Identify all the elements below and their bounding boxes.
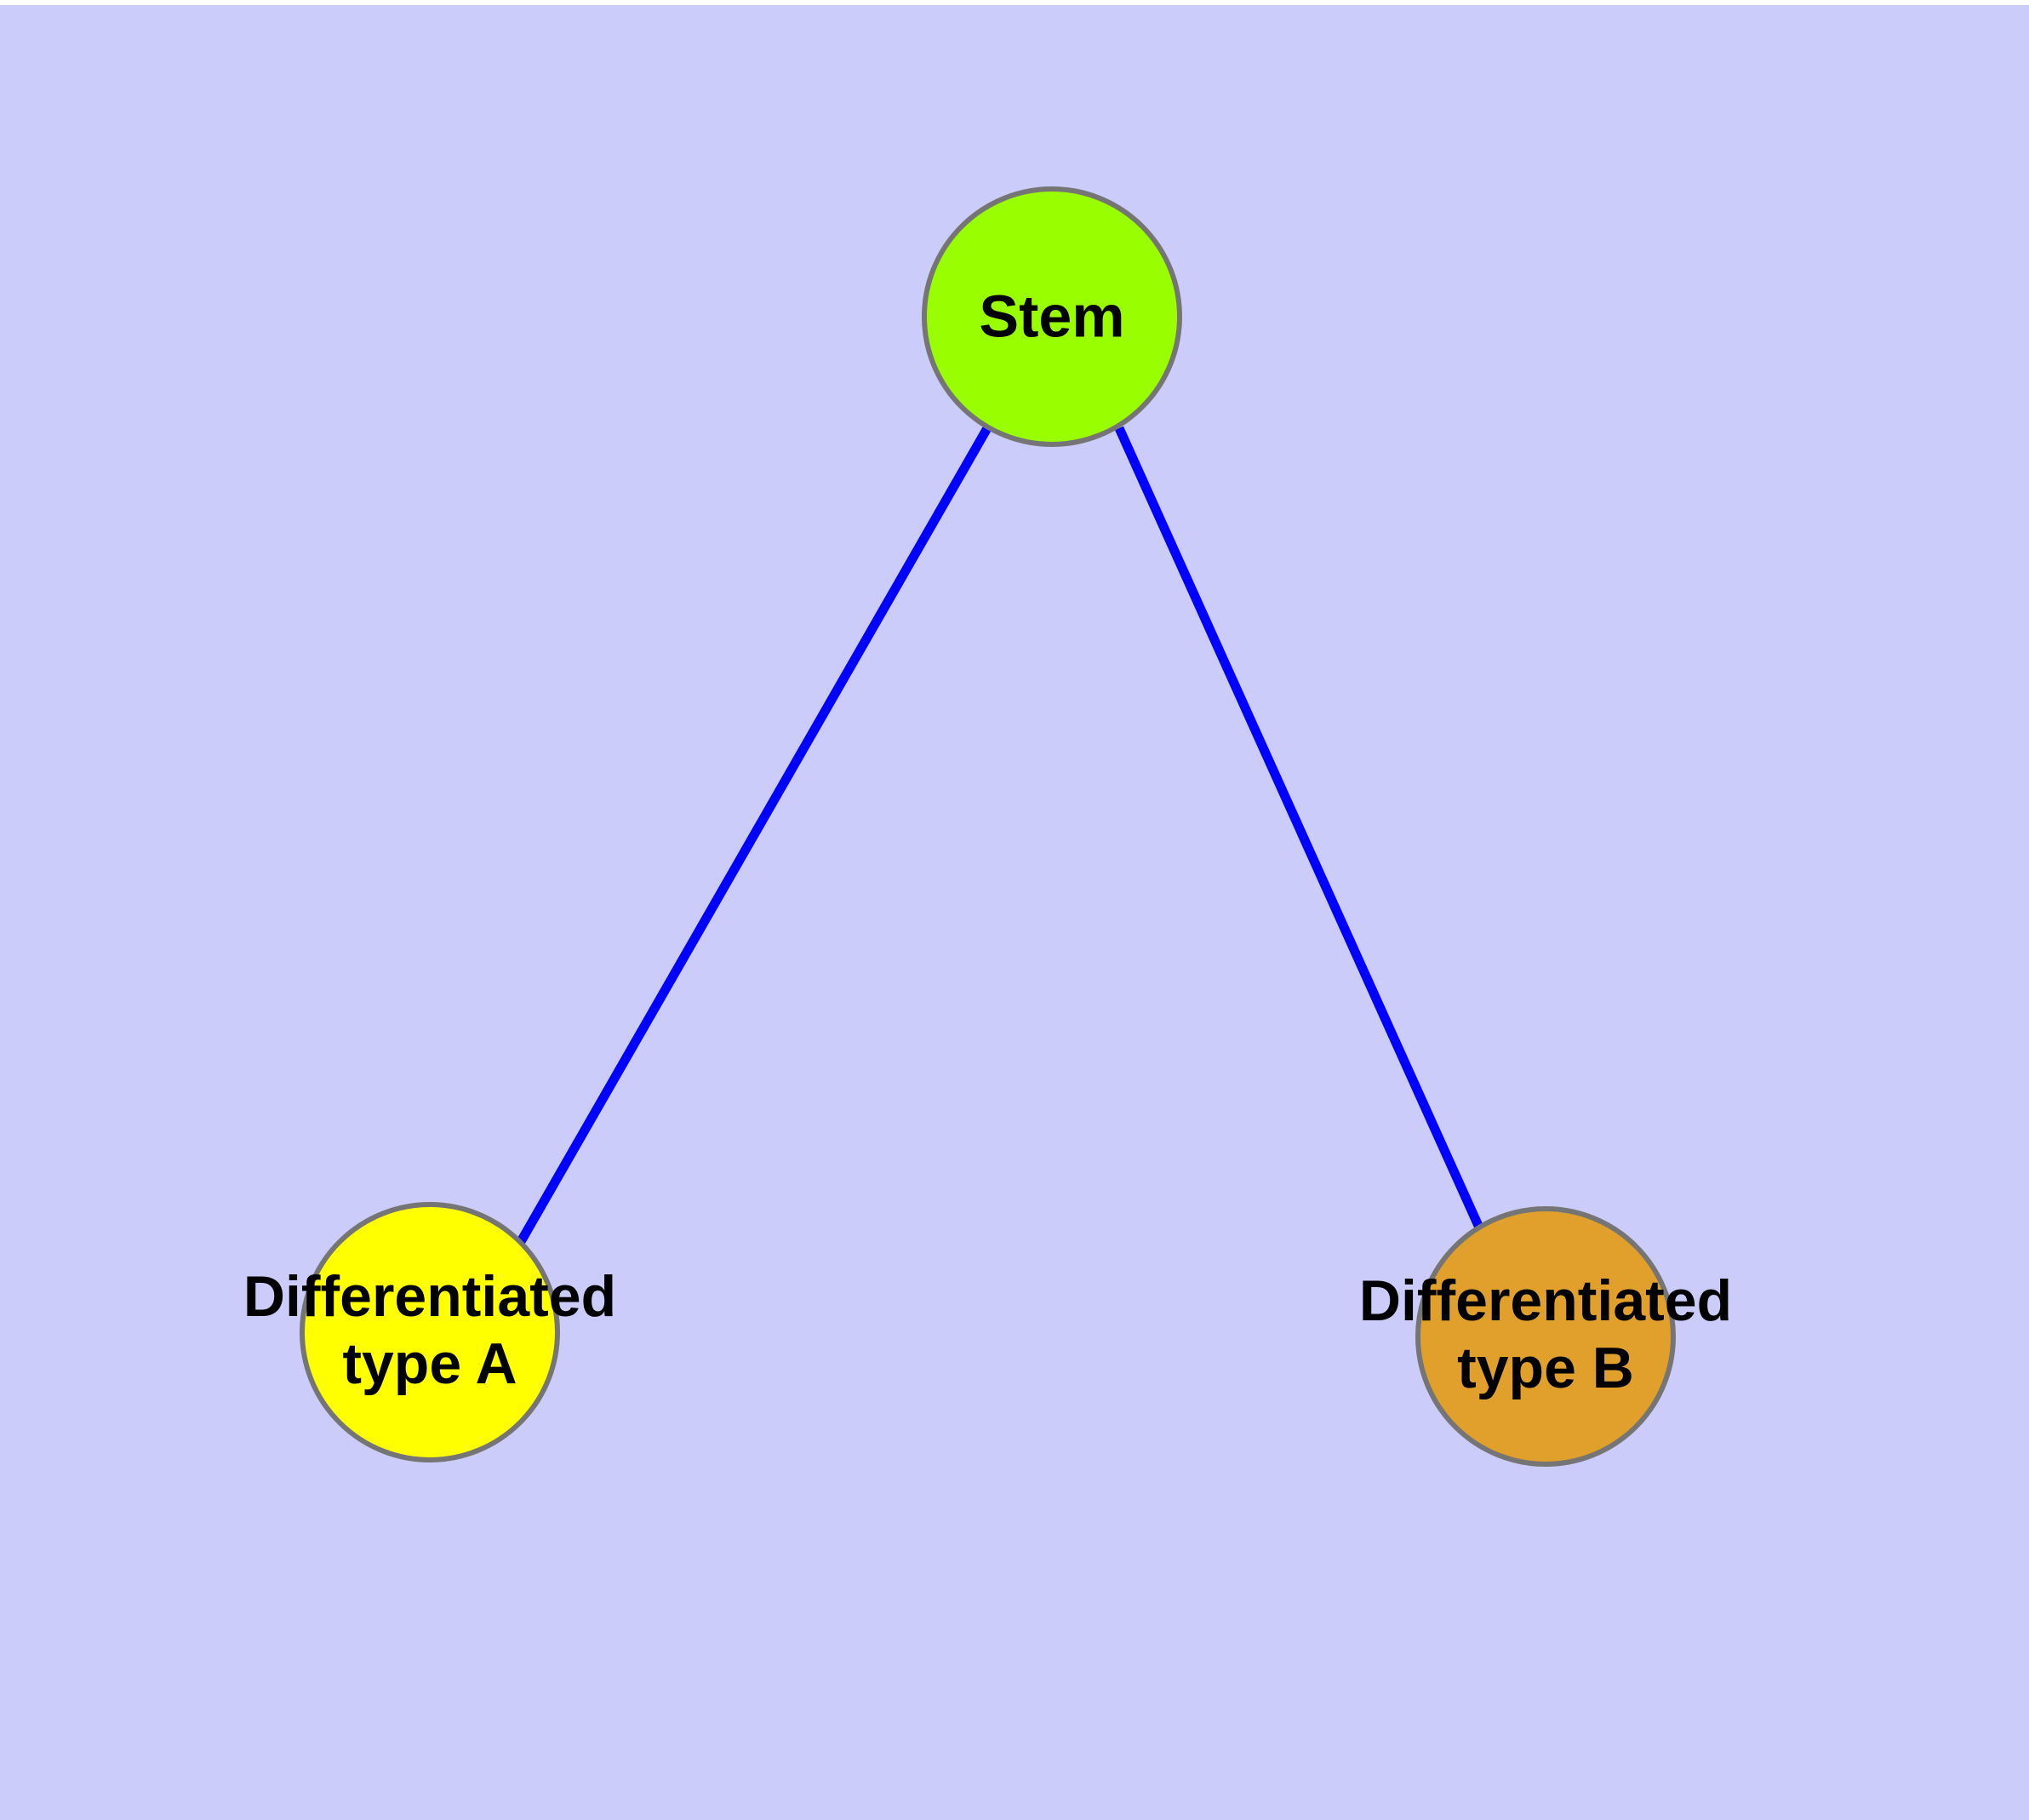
edge-stem-diff_b [1114, 426, 1484, 1230]
edge-stem-diff_a [515, 426, 992, 1247]
nodes-layer [300, 186, 1676, 1467]
node-diff_a[interactable] [302, 1205, 557, 1460]
edges-layer [515, 426, 1484, 1247]
node-circle-diff_b[interactable] [1415, 1206, 1676, 1467]
node-circle-diff_a[interactable] [300, 1202, 560, 1462]
node-stem[interactable] [924, 189, 1180, 444]
node-circle-stem[interactable] [922, 186, 1182, 447]
node-diff_b[interactable] [1418, 1209, 1673, 1464]
